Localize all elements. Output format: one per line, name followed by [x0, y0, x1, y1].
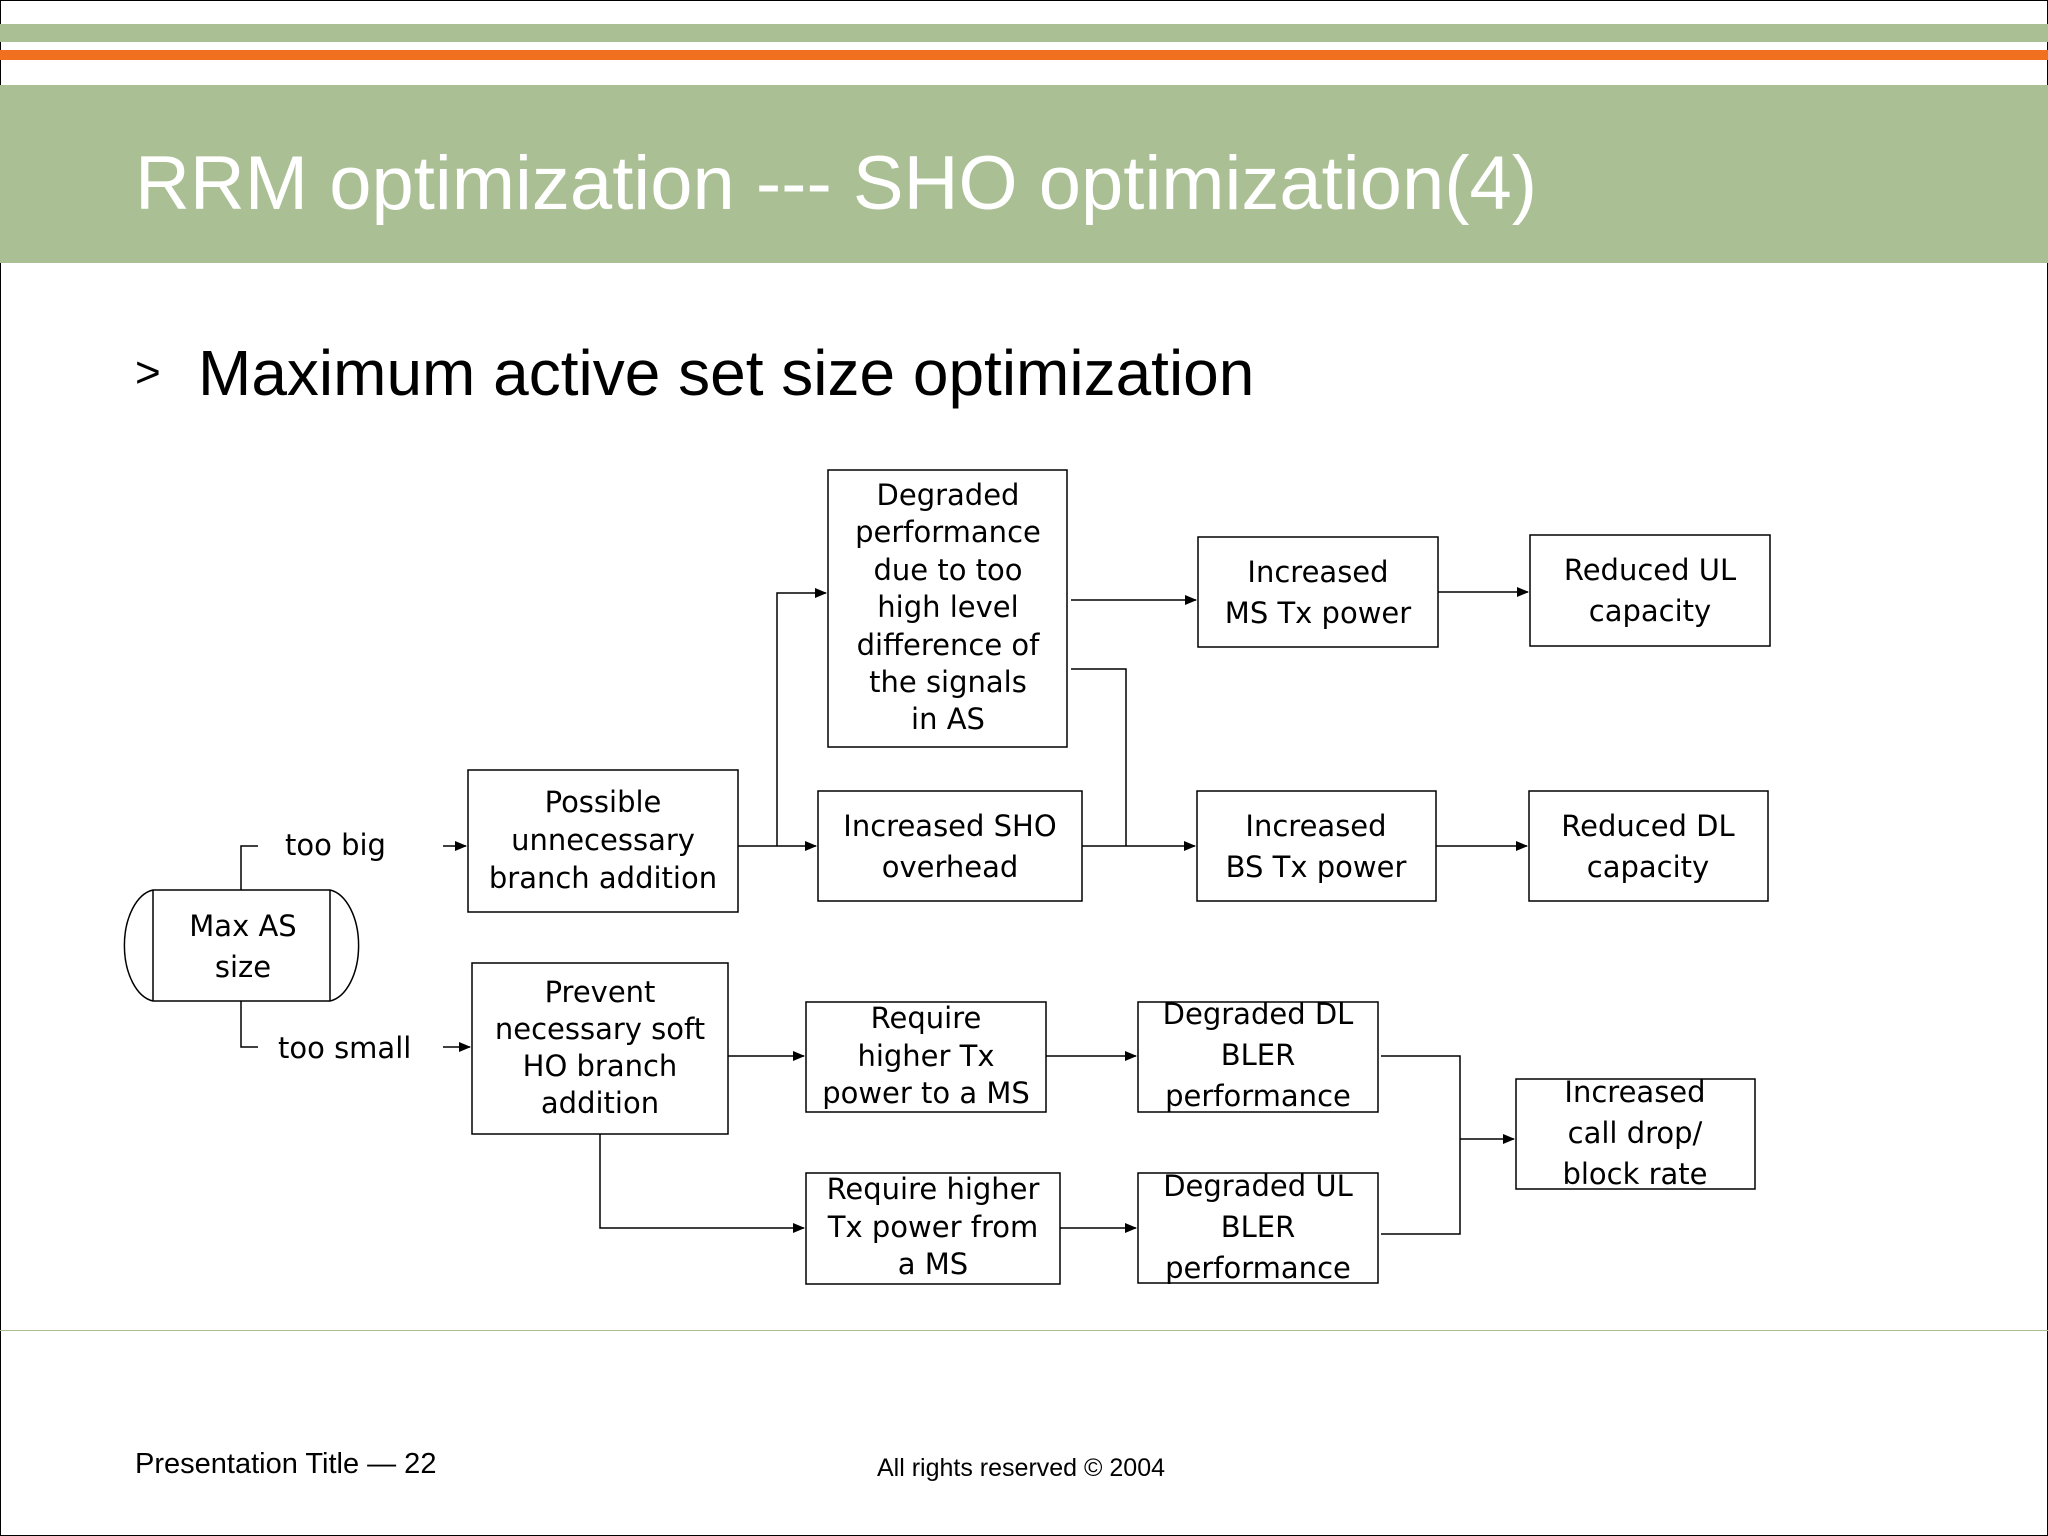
- node-degraded-performance-line: the signals: [869, 665, 1027, 699]
- header-stripe-green: [0, 24, 2048, 42]
- node-require-power-to-ms-line: higher Tx: [857, 1039, 994, 1073]
- node-ms-tx-power-line: Increased: [1247, 555, 1388, 589]
- arrow-prevent-to-req-from-ms: [599, 1134, 805, 1233]
- node-possible-branch-addition-line: branch addition: [489, 861, 717, 895]
- node-call-drop-rate: Increased call drop/ block rate: [1515, 1075, 1756, 1191]
- node-possible-branch-addition: Possible unnecessary branch addition: [467, 769, 739, 913]
- node-reduced-ul-capacity-line: Reduced UL: [1564, 553, 1736, 587]
- node-degraded-ul-bler-line: Degraded UL: [1163, 1169, 1353, 1203]
- node-degraded-ul-bler-line: performance: [1165, 1251, 1351, 1285]
- node-sho-overhead-line: overhead: [882, 850, 1019, 884]
- label-too-small: too small: [278, 1031, 411, 1065]
- node-bs-tx-power: Increased BS Tx power: [1196, 790, 1437, 902]
- node-reduced-dl-capacity: Reduced DL capacity: [1528, 790, 1769, 902]
- node-reduced-dl-capacity-line: Reduced DL: [1561, 809, 1734, 843]
- footer-presentation-title: Presentation Title — 22: [135, 1448, 437, 1480]
- node-require-power-from-ms-line: Tx power from: [827, 1210, 1038, 1244]
- node-require-power-from-ms-line: Require higher: [827, 1172, 1040, 1206]
- node-degraded-performance-line: difference of: [857, 628, 1041, 662]
- node-sho-overhead: Increased SHO overhead: [817, 790, 1083, 902]
- slide-title: RRM optimization --- SHO optimization(4): [135, 141, 1538, 226]
- node-degraded-performance-line: in AS: [911, 702, 985, 736]
- footer-divider: [0, 1330, 2048, 1331]
- node-degraded-dl-bler: Degraded DL BLER performance: [1137, 997, 1379, 1113]
- node-require-power-to-ms: Require higher Tx power to a MS: [805, 1001, 1047, 1113]
- node-require-power-to-ms-line: Require: [871, 1001, 982, 1035]
- node-reduced-ul-capacity-line: capacity: [1589, 594, 1711, 628]
- connector-dl-bler-merge: [1381, 1055, 1461, 1235]
- node-ms-tx-power: Increased MS Tx power: [1197, 536, 1439, 648]
- node-degraded-ul-bler-line: BLER: [1221, 1210, 1296, 1244]
- node-degraded-performance-line: high level: [877, 590, 1018, 624]
- node-degraded-ul-bler: Degraded UL BLER performance: [1137, 1169, 1379, 1285]
- node-call-drop-rate-line: block rate: [1562, 1157, 1707, 1191]
- node-prevent-branch-addition: Prevent necessary soft HO branch additio…: [471, 962, 729, 1135]
- node-max-as-size-line: Max AS: [189, 909, 296, 943]
- node-call-drop-rate-line: call drop/: [1568, 1116, 1703, 1150]
- bullet-text: Maximum active set size optimization: [198, 337, 1255, 409]
- node-require-power-to-ms-line: power to a MS: [822, 1076, 1030, 1110]
- node-degraded-performance-line: performance: [855, 515, 1041, 549]
- node-degraded-performance-line: Degraded: [877, 478, 1020, 512]
- node-prevent-branch-addition-line: necessary soft: [495, 1012, 705, 1046]
- node-possible-branch-addition-line: Possible: [545, 785, 662, 819]
- connector-too-small-branch: [240, 1001, 258, 1048]
- node-degraded-dl-bler-line: Degraded DL: [1163, 997, 1354, 1031]
- node-max-as-size-line: size: [215, 950, 271, 984]
- title-bar: [0, 85, 2048, 263]
- node-degraded-dl-bler-line: performance: [1165, 1079, 1351, 1113]
- node-bs-tx-power-line: Increased: [1245, 809, 1386, 843]
- node-require-power-from-ms-line: a MS: [898, 1247, 968, 1281]
- node-reduced-dl-capacity-line: capacity: [1587, 850, 1709, 884]
- node-degraded-dl-bler-line: BLER: [1221, 1038, 1296, 1072]
- node-call-drop-rate-line: Increased: [1564, 1075, 1705, 1109]
- node-bs-tx-power-line: BS Tx power: [1226, 850, 1407, 884]
- node-require-power-from-ms: Require higher Tx power from a MS: [805, 1172, 1061, 1285]
- node-reduced-ul-capacity: Reduced UL capacity: [1529, 534, 1771, 647]
- node-ms-tx-power-line: MS Tx power: [1225, 596, 1411, 630]
- bullet-marker: >: [135, 348, 161, 397]
- connector-too-big-branch: [240, 845, 258, 890]
- node-max-as-size: Max AS size: [123, 889, 360, 1002]
- node-prevent-branch-addition-line: Prevent: [545, 975, 656, 1009]
- node-possible-branch-addition-line: unnecessary: [511, 823, 695, 857]
- connector-degraded-to-bs-power: [1071, 668, 1127, 846]
- node-degraded-performance-line: due to too: [873, 553, 1022, 587]
- label-too-big: too big: [285, 828, 386, 862]
- node-sho-overhead-line: Increased SHO: [843, 809, 1056, 843]
- arrow-possible-to-degraded: [776, 588, 827, 846]
- footer-copyright: All rights reserved © 2004: [877, 1454, 1166, 1482]
- node-degraded-performance: Degraded performance due to too high lev…: [827, 469, 1068, 748]
- node-prevent-branch-addition-line: addition: [541, 1086, 659, 1120]
- node-prevent-branch-addition-line: HO branch: [523, 1049, 678, 1083]
- header-stripe-orange: [0, 50, 2048, 60]
